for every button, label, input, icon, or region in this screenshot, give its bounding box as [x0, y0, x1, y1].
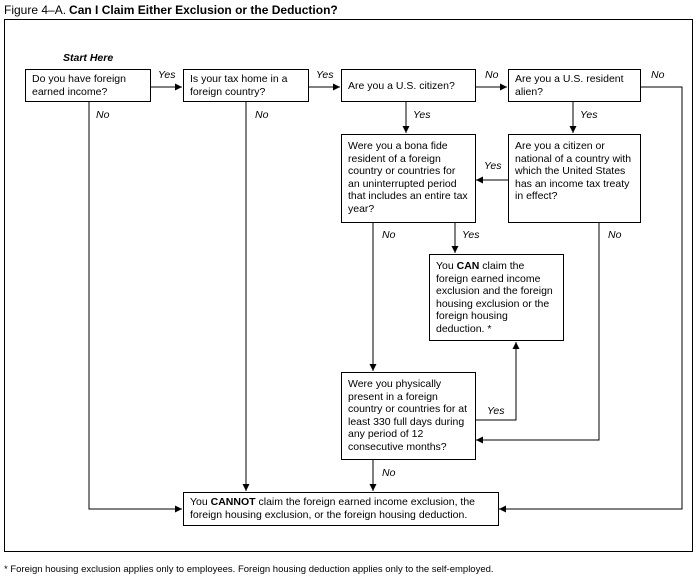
label-no-bona-fide: No [382, 229, 396, 241]
box-foreign-earned-income: Do you have foreign earned income? [25, 69, 151, 102]
label-yes-resident: Yes [580, 109, 598, 121]
label-yes-bona-fide: Yes [462, 229, 480, 241]
label-no-treaty: No [608, 229, 622, 241]
can-claim-post: claim the foreign earned income exclusio… [436, 260, 553, 335]
figure-number: Figure 4–A. [4, 3, 67, 17]
cannot-claim-post: claim the foreign earned income exclusio… [190, 496, 476, 521]
arrow-physical-yes [476, 342, 520, 421]
label-yes-physical: Yes [487, 405, 505, 417]
label-no-resident: No [651, 69, 665, 81]
cannot-claim-pre: You [190, 496, 211, 508]
label-yes-treaty: Yes [484, 160, 502, 172]
label-no-tax-home: No [255, 109, 269, 121]
box-tax-home: Is your tax home in a foreign country? [183, 69, 309, 102]
flowchart-frame [4, 19, 693, 552]
figure-title: Figure 4–A.Can I Claim Either Exclusion … [4, 3, 338, 17]
box-us-resident-alien: Are you a U.S. resident alien? [508, 69, 641, 102]
box-us-citizen: Are you a U.S. citizen? [341, 69, 476, 102]
label-yes-tax-home: Yes [316, 69, 334, 81]
box-bona-fide-resident: Were you a bona fide resident of a forei… [341, 134, 476, 223]
can-claim-emphasis: CAN [456, 260, 480, 272]
arrow-resident-no [499, 86, 683, 513]
box-income-tax-treaty: Are you a citizen or national of a count… [508, 134, 641, 223]
start-here-label: Start Here [63, 52, 114, 64]
cannot-claim-emphasis: CANNOT [210, 496, 256, 508]
label-no-citizen: No [485, 69, 499, 81]
box-cannot-claim: You CANNOT claim the foreign earned inco… [183, 492, 499, 526]
label-yes-foreign-income: Yes [158, 69, 176, 81]
figure-heading: Can I Claim Either Exclusion or the Dedu… [69, 3, 338, 17]
footnote: * Foreign housing exclusion applies only… [4, 564, 494, 575]
box-physical-presence: Were you physically present in a foreign… [341, 372, 476, 460]
label-yes-citizen: Yes [413, 109, 431, 121]
box-can-claim: You CAN claim the foreign earned income … [429, 254, 564, 341]
can-claim-pre: You [436, 260, 457, 272]
arrow-treaty-no [476, 223, 600, 444]
arrow-foreign-income-no [88, 102, 182, 513]
label-no-physical: No [382, 467, 396, 479]
label-no-foreign-income: No [96, 109, 110, 121]
